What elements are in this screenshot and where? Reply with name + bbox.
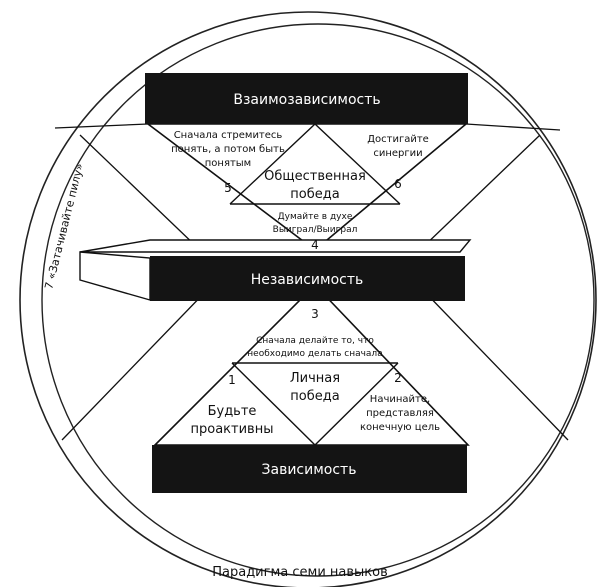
- habit6-number: 6: [394, 177, 402, 191]
- habit2-number: 2: [394, 371, 402, 385]
- independence-slab-top: [79, 239, 472, 253]
- diag-upper-right: [465, 123, 561, 131]
- public-victory-label-2: победа: [290, 187, 339, 202]
- habit2-line2: представляя: [366, 408, 434, 419]
- habit3-line2: необходимо делать сначала: [247, 349, 382, 359]
- habit4-line2: Выиграл/Выиграл: [273, 225, 358, 235]
- interdependence-bar: [145, 73, 468, 124]
- diag-lower-right: [419, 286, 569, 441]
- habit1-line2: проактивны: [191, 422, 274, 437]
- dependence-bar: [152, 445, 467, 493]
- habit3-number: 3: [311, 307, 319, 321]
- habit1-line1: Будьте: [208, 404, 257, 419]
- habit2-line1: Начинайте,: [370, 394, 430, 405]
- independence-bar: [150, 256, 465, 301]
- independence-slab-side: [79, 251, 151, 301]
- diag-upper-left: [54, 123, 149, 129]
- inner-circle: [41, 23, 595, 577]
- habit6-line1: Достигайте: [367, 134, 429, 145]
- interdependence-label: Взаимозависимость: [233, 92, 380, 108]
- habit5-line3: понятым: [205, 158, 251, 169]
- private-victory-label-2: победа: [290, 389, 339, 404]
- habit5-line1: Сначала стремитесь: [174, 130, 283, 141]
- habit5-number: 5: [224, 181, 232, 195]
- habit1-number: 1: [228, 373, 236, 387]
- diagram-caption: Парадигма семи навыков: [212, 565, 388, 580]
- habit4-number: 4: [311, 238, 319, 252]
- independence-label: Независимость: [251, 272, 364, 288]
- public-victory-label-1: Общественная: [264, 169, 366, 184]
- dependence-label: Зависимость: [262, 462, 357, 478]
- diag-lower-left: [61, 286, 211, 441]
- private-victory-label-1: Личная: [290, 371, 340, 386]
- diag-upper-right-2: [419, 134, 541, 251]
- habit5-line2: понять, а потом быть: [171, 144, 285, 155]
- diag-upper-left-2: [79, 134, 201, 251]
- habit6-line2: синергии: [373, 148, 422, 159]
- habit2-line3: конечную цель: [360, 422, 440, 433]
- habit3-line1: Сначала делайте то, что: [256, 336, 374, 346]
- habit4-line1: Думайте в духе: [278, 212, 353, 222]
- outer-circle: [19, 11, 597, 587]
